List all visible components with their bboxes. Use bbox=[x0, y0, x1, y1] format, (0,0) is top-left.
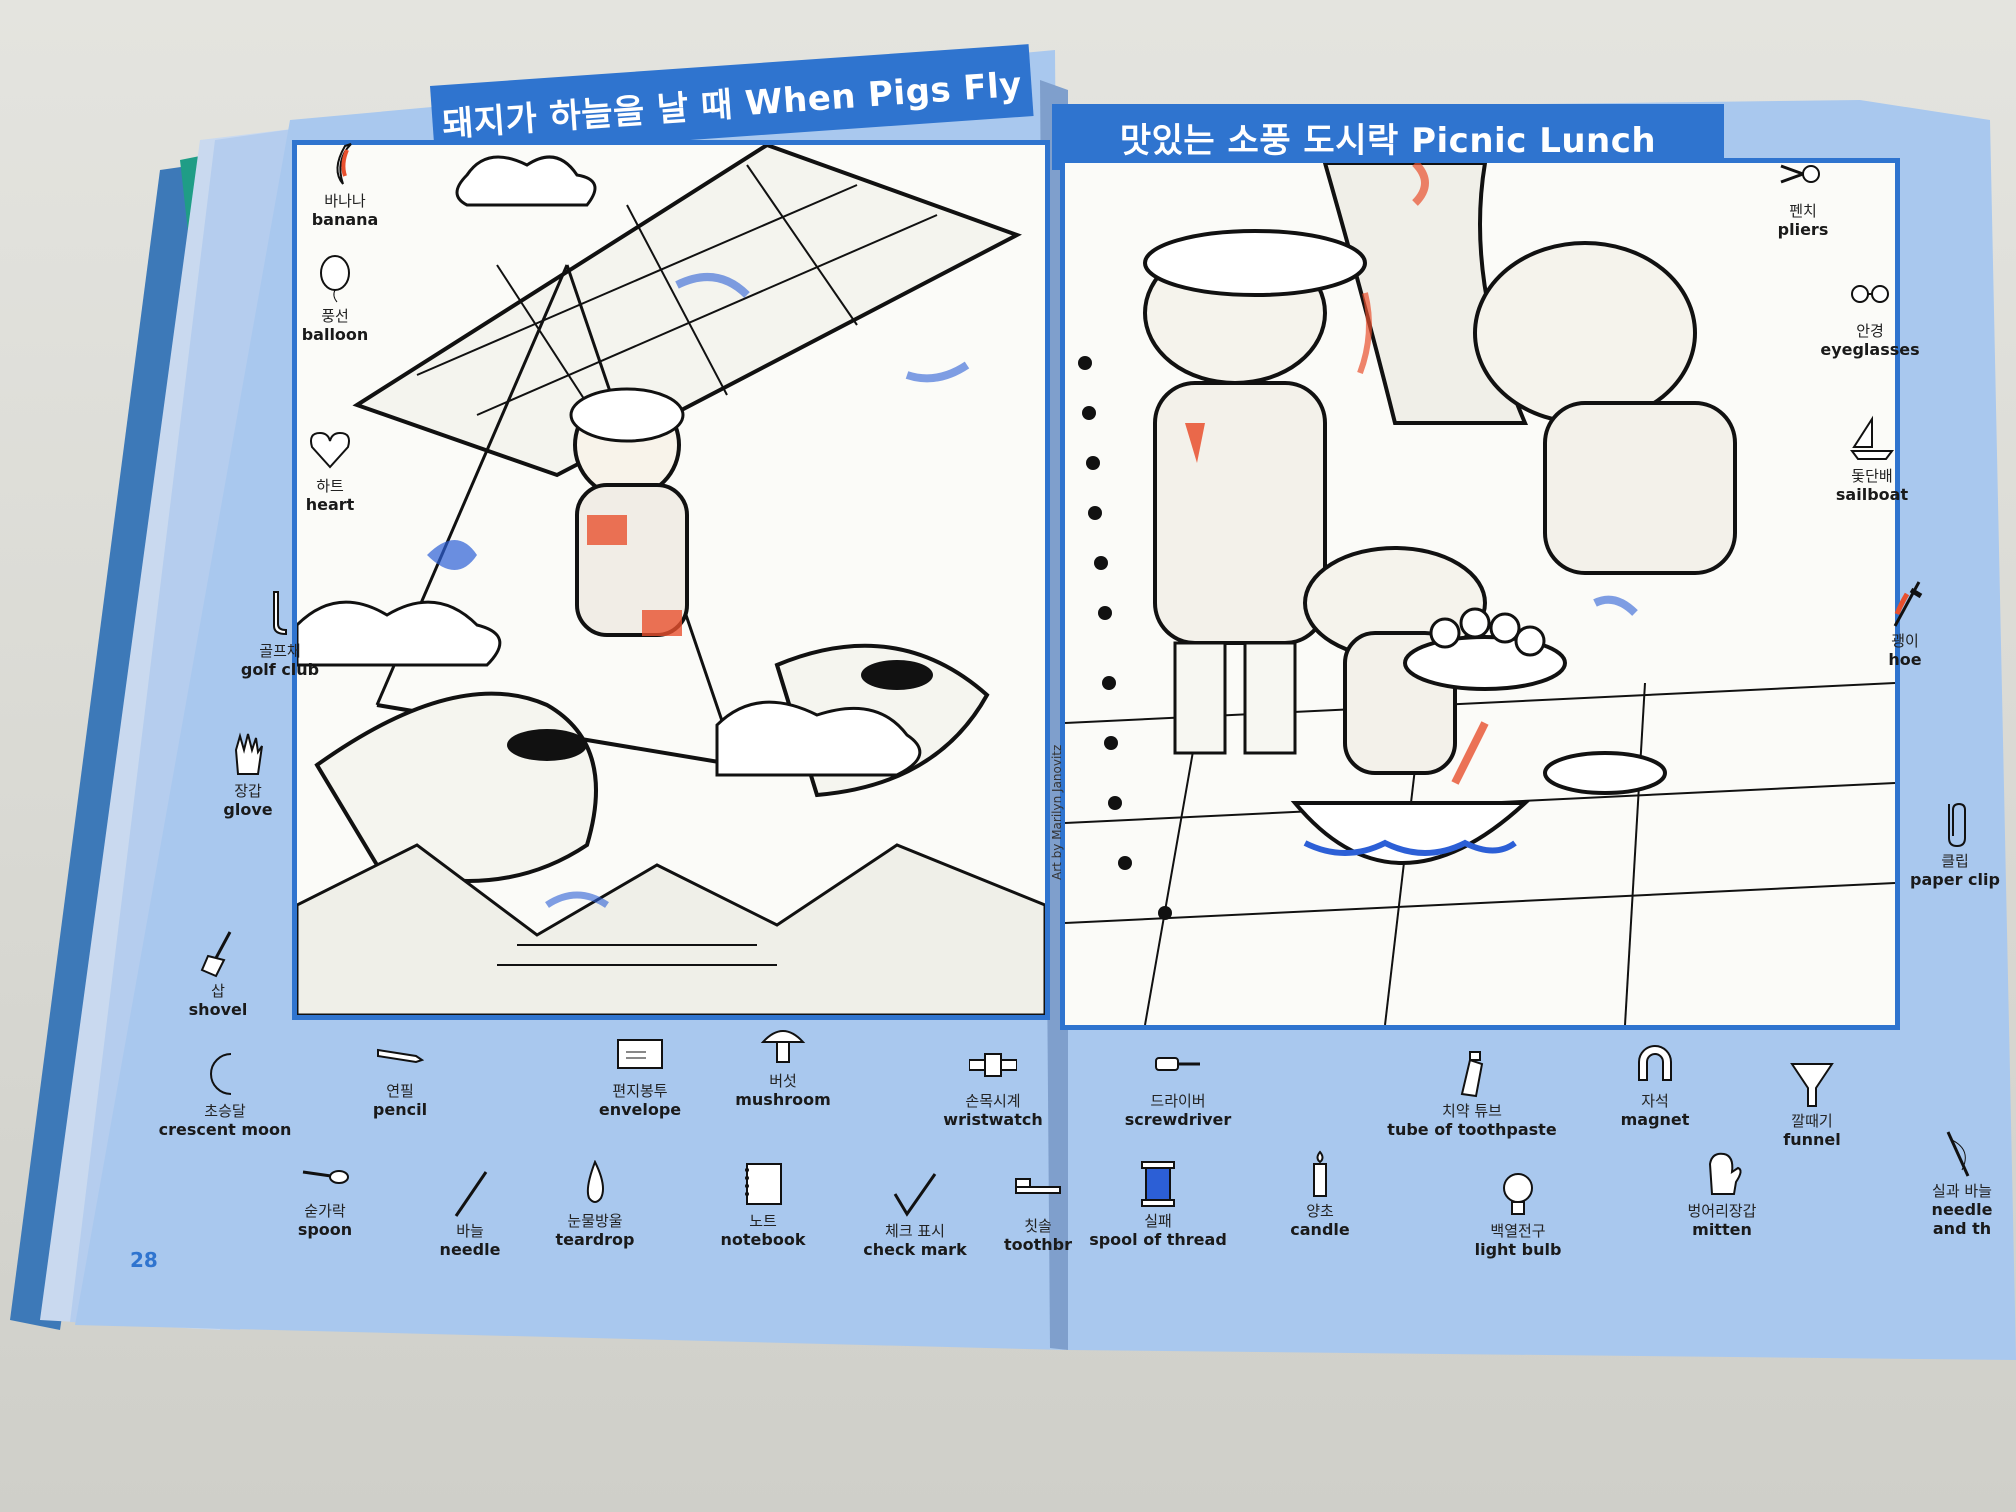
magnet-icon bbox=[1638, 1045, 1672, 1081]
wristwatch-icon bbox=[969, 1053, 1017, 1077]
pencil-icon bbox=[377, 1048, 424, 1064]
needle-and-thread-icon bbox=[1946, 1131, 1970, 1177]
page-number: 28 bbox=[130, 1248, 158, 1272]
teardrop-icon bbox=[586, 1160, 604, 1203]
golf-club-icon bbox=[273, 591, 287, 636]
spoon-icon bbox=[302, 1170, 349, 1184]
light-bulb-icon bbox=[1503, 1173, 1533, 1215]
needle-icon bbox=[454, 1171, 488, 1217]
balloon-icon bbox=[320, 255, 350, 303]
crescent-moon-icon bbox=[210, 1053, 232, 1095]
screwdriver-icon bbox=[1155, 1057, 1200, 1071]
banana-icon bbox=[336, 143, 352, 185]
glove-icon bbox=[234, 732, 263, 775]
tube-of-toothpaste-icon bbox=[1460, 1051, 1484, 1098]
shovel-icon bbox=[200, 931, 232, 978]
heart-icon bbox=[310, 431, 350, 469]
toothbrush-icon bbox=[1015, 1178, 1061, 1194]
spool-of-thread-icon bbox=[1141, 1161, 1175, 1207]
pliers-icon bbox=[1780, 164, 1820, 184]
envelope-icon bbox=[617, 1039, 663, 1069]
hoe-icon bbox=[1893, 581, 1923, 627]
eyeglasses-icon bbox=[1851, 285, 1889, 303]
check-mark-icon bbox=[893, 1173, 937, 1217]
paper-clip-icon bbox=[1948, 802, 1966, 848]
mushroom-icon bbox=[760, 1030, 806, 1063]
sailboat-icon bbox=[1850, 415, 1894, 460]
funnel-icon bbox=[1790, 1063, 1834, 1107]
art-credit: Art by Marilyn Janovitz bbox=[1050, 744, 1064, 880]
hidden-picture-scene-when-pigs-fly bbox=[292, 140, 1050, 1020]
candle-icon bbox=[1313, 1150, 1327, 1197]
mitten-icon bbox=[1708, 1152, 1742, 1195]
hidden-picture-scene-picnic-lunch bbox=[1060, 158, 1900, 1030]
notebook-icon bbox=[745, 1163, 782, 1205]
